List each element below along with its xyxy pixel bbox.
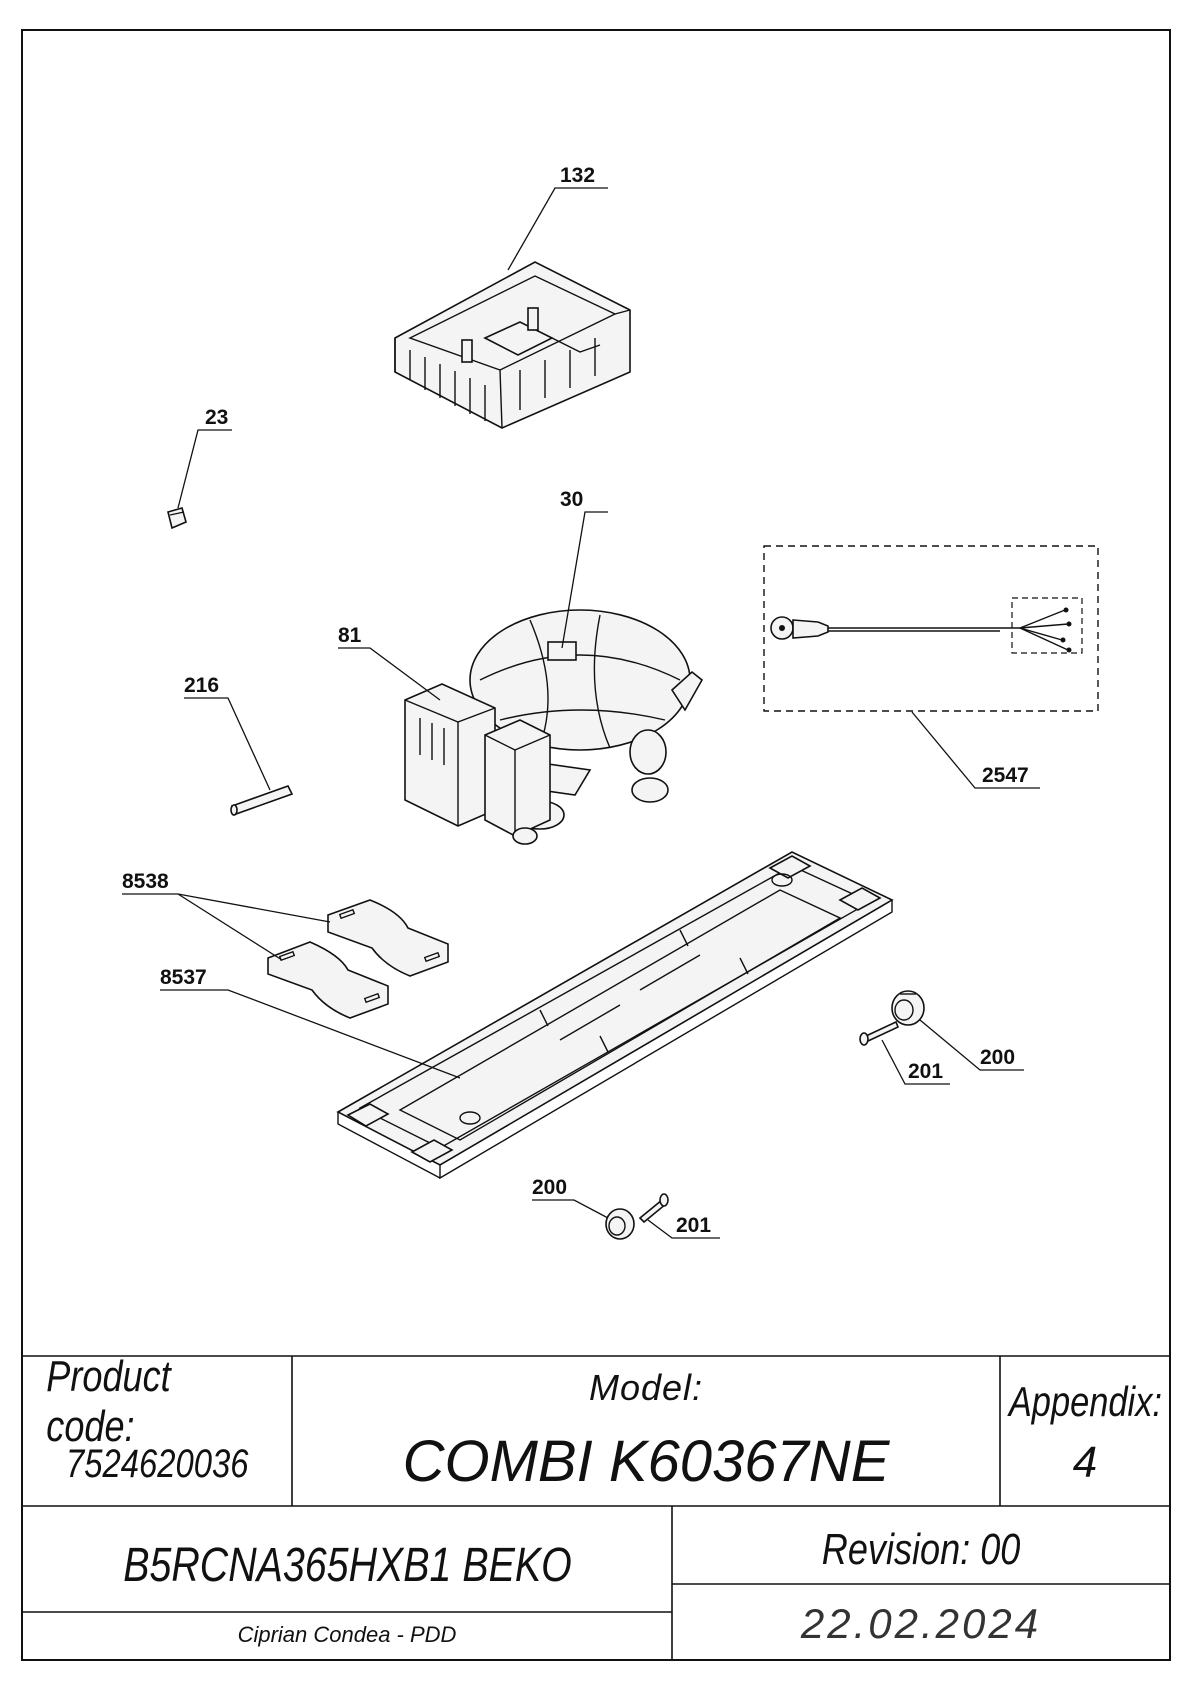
part-201-screw-bottom [638, 1193, 669, 1224]
part-132-tray [394, 261, 631, 429]
callout-2547: 2547 [982, 764, 1029, 787]
revision-date: 22.02.2024 [800, 1600, 1042, 1647]
leader-201-right [881, 1039, 950, 1085]
callout-8538: 8538 [122, 870, 169, 893]
callout-201-right: 201 [908, 1060, 943, 1083]
callout-81: 81 [338, 624, 362, 647]
sheet-border [21, 29, 1171, 1661]
revision: Revision: 00 [821, 1525, 1021, 1574]
appendix-label: Appendix: [1008, 1378, 1162, 1425]
product-code-label: Product code: [46, 1352, 171, 1451]
product-code-value: 7524620036 [65, 1441, 249, 1486]
leader-81 [338, 647, 441, 701]
leader-132 [507, 187, 608, 271]
leader-200-bottom [532, 1199, 609, 1219]
callout-23: 23 [205, 406, 228, 429]
part-200-grommet-bottom [605, 1208, 635, 1240]
part-2547-power-cable [763, 545, 1099, 712]
leader-8538-a [122, 893, 331, 923]
part-23-clip [167, 507, 187, 530]
leader-8537 [160, 989, 461, 1079]
product-sku: B5RCNA365HXB1 BEKO [122, 1538, 572, 1592]
part-201-screw-right [859, 1020, 900, 1046]
callout-8537: 8537 [160, 966, 207, 989]
part-81-relay-box [404, 683, 551, 845]
callout-30: 30 [560, 488, 583, 511]
part-216-pin [230, 785, 294, 816]
leader-30 [561, 511, 608, 649]
leader-8538-b [177, 893, 283, 961]
leader-216 [184, 697, 271, 791]
leader-23 [177, 429, 232, 509]
callout-200-bottom: 200 [532, 1176, 567, 1199]
author: Ciprian Condea - PDD [237, 1622, 457, 1647]
leader-201-bottom [647, 1219, 720, 1239]
model-label: Model: [588, 1367, 704, 1408]
leader-200-right [919, 1019, 1024, 1071]
callout-216: 216 [184, 674, 219, 697]
appendix-value: 4 [1072, 1438, 1098, 1487]
part-8538-pads [267, 899, 449, 1019]
callout-201-bottom: 201 [676, 1214, 711, 1237]
leader-2547 [911, 711, 1040, 789]
part-200-grommet-right [891, 990, 925, 1026]
callout-200-right: 200 [980, 1046, 1015, 1069]
callout-132: 132 [560, 164, 595, 187]
model-value: COMBI K60367NE [402, 1428, 890, 1494]
part-8537-base-plate [336, 851, 894, 1180]
title-block-grid [22, 1355, 1170, 1660]
